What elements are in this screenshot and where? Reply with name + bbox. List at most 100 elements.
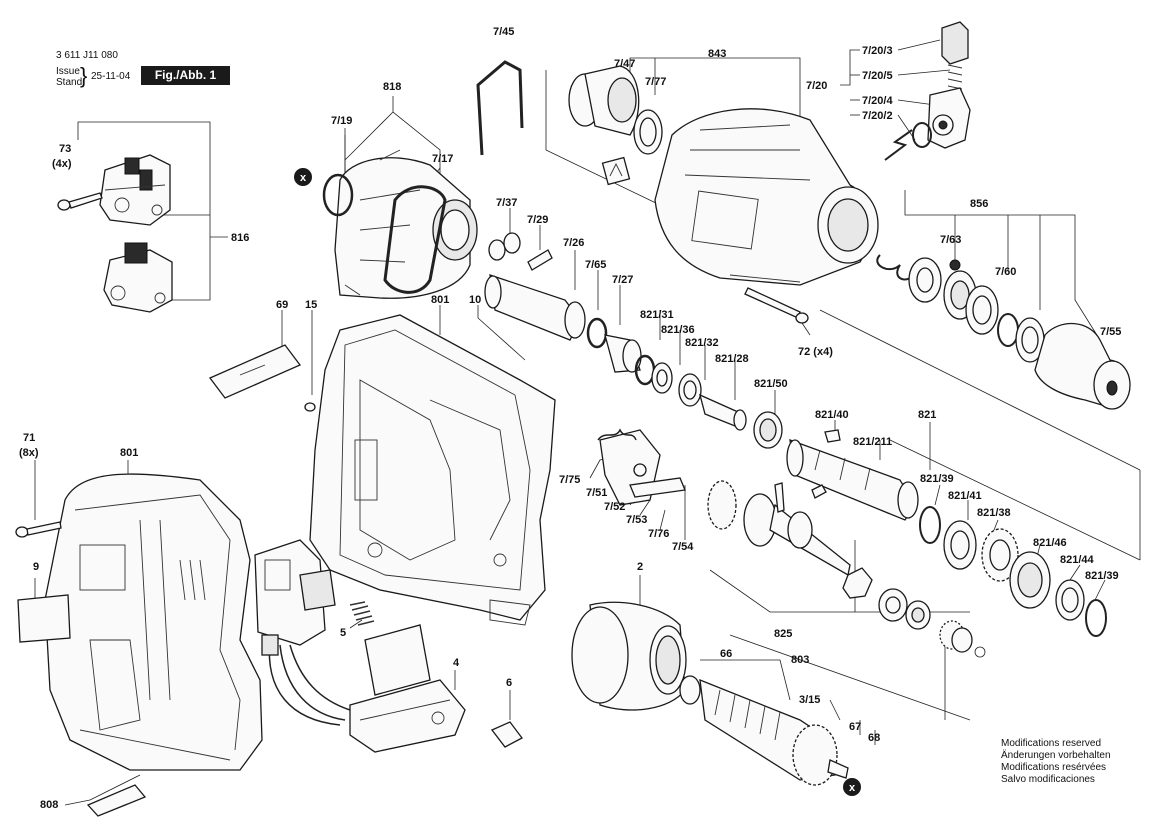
callout: 7/19: [331, 115, 352, 127]
callout: 73: [59, 143, 71, 155]
callout: 68: [868, 732, 880, 744]
callout: 67: [849, 721, 861, 733]
x-marker-label: x: [849, 782, 856, 794]
callout: 856: [970, 198, 988, 210]
part-5-spring: [349, 601, 375, 626]
part-7-19-o-ring: [322, 173, 354, 217]
part-7-77-ring: [633, 109, 663, 155]
x-marker-label: x: [300, 172, 307, 184]
callout: 10: [469, 294, 481, 306]
part-808-label: [86, 784, 147, 817]
callout: 825: [774, 628, 792, 640]
part-821-50-bushing: [753, 411, 783, 449]
part-825-pinion: [939, 620, 973, 653]
part-856-ring-c: [1015, 317, 1045, 363]
callout: 6: [506, 677, 512, 689]
callout: 821/46: [1033, 537, 1067, 549]
callout: 72 (x4): [798, 346, 833, 358]
part-825-gear-shaft: [707, 480, 851, 577]
part-73-screw: [57, 192, 103, 211]
callout: 69: [276, 299, 288, 311]
part-801-housing-half: [309, 314, 556, 626]
callout: 7/77: [645, 76, 666, 88]
callout: 821/40: [815, 409, 849, 421]
callout: 7/29: [527, 214, 548, 226]
callout: 821/50: [754, 378, 788, 390]
note-fr: Modifications resérvées: [1001, 762, 1107, 773]
part-69-label: [208, 344, 302, 399]
callout: 7/37: [496, 197, 517, 209]
callout: 2: [637, 561, 643, 573]
part-825-bearing-a: [878, 588, 908, 622]
part-7-55-cap: [1034, 322, 1131, 410]
part-7-63-ball: [949, 259, 961, 271]
callout: 821/39: [1085, 570, 1119, 582]
part-821-32-ring: [678, 373, 702, 407]
callout: 821/36: [661, 324, 695, 336]
part-856-sleeve-b: [965, 285, 999, 335]
callout-labels: 7/45 7/47 7/77 843 7/20/3 7/20/5 7/20 7/…: [19, 26, 1121, 811]
part-821-39-ring-a: [919, 506, 941, 544]
callout: 7/52: [604, 501, 625, 513]
part-843-front-housing: [654, 108, 879, 286]
x-marker-icon: [294, 168, 312, 186]
callout: 7/45: [493, 26, 514, 38]
callout: 821/211: [853, 436, 892, 448]
callout: 7/47: [614, 58, 635, 70]
callout: 7/20/5: [862, 70, 893, 82]
part-7-45-spring-clip: [476, 60, 524, 156]
callout: 7/20/4: [862, 95, 893, 107]
part-816-brush-holder-lower: [103, 242, 173, 313]
callout: 7/76: [648, 528, 669, 540]
issue-date: 25-11-04: [91, 71, 131, 82]
callout: 821/31: [640, 309, 674, 321]
callout: 821/44: [1060, 554, 1095, 566]
part-816-brush-holder-upper: [99, 154, 171, 226]
part-821-39-ring-b: [1085, 599, 1107, 637]
document-number: 3 611 J11 080: [56, 50, 118, 61]
shape-symbol-icon: [601, 156, 631, 186]
callout: 801: [431, 294, 449, 306]
part-821-38-gear: [981, 528, 1019, 582]
part-7-20-5-spring: [947, 64, 963, 97]
part-7-29-pin: [527, 249, 553, 271]
callout: 843: [708, 48, 726, 60]
callout: 801: [120, 447, 138, 459]
callout: 816: [231, 232, 249, 244]
callout: 808: [40, 799, 58, 811]
part-818-gear-housing: [334, 149, 478, 299]
callout: 7/17: [432, 153, 453, 165]
part-7-20-3-cap: [941, 21, 969, 65]
callout: 7/26: [563, 237, 584, 249]
part-821-28-striker: [699, 393, 747, 431]
issue-label: Issue: [56, 66, 80, 77]
note-es: Salvo modificaciones: [1001, 774, 1095, 785]
callout: 71: [23, 432, 35, 444]
callout: 7/60: [995, 266, 1016, 278]
part-856-washer: [908, 257, 942, 303]
callout: 7/27: [612, 274, 633, 286]
part-7-20-2-clip: [884, 129, 913, 161]
callout: 3/15: [799, 694, 820, 706]
part-6-plug: [490, 721, 523, 748]
callout: (8x): [19, 447, 39, 459]
part-821-41-sleeve: [943, 520, 977, 570]
part-7-20-4-ring: [912, 122, 932, 148]
part-7-26-piston: [484, 274, 586, 341]
figure-label: Fig./Abb. 1: [141, 66, 230, 85]
callout: 7/20/3: [862, 45, 893, 57]
callout: 821/39: [920, 473, 954, 485]
part-821-44-ring: [1055, 579, 1085, 621]
part-821-36-sleeve: [651, 362, 673, 394]
callout: 7/75: [559, 474, 580, 486]
callout: 821/38: [977, 507, 1011, 519]
callout: 7/51: [586, 487, 607, 499]
callout: (4x): [52, 158, 72, 170]
part-7-65-o-ring: [586, 317, 608, 349]
part-71-screw: [15, 521, 62, 538]
callout: 821/28: [715, 353, 749, 365]
note-en: Modifications reserved: [1001, 738, 1102, 749]
part-821-46-clutch: [1009, 551, 1051, 609]
part-7-17-seal: [383, 185, 447, 294]
